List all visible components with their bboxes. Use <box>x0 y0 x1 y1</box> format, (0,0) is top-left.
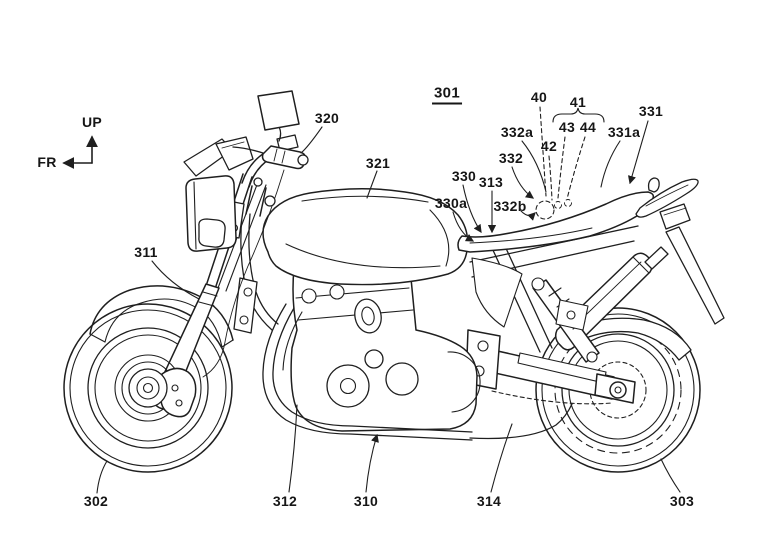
brace-41 <box>552 107 605 123</box>
ref-label-332a: 332a <box>500 124 534 140</box>
ref-label-313: 313 <box>478 174 504 190</box>
ref-label-311: 311 <box>134 244 158 260</box>
handlebar-mirror <box>183 90 309 207</box>
front-brake <box>114 354 197 422</box>
ref-label-312: 312 <box>272 493 298 509</box>
frame <box>233 185 639 353</box>
ref-label-321: 321 <box>365 155 391 171</box>
swingarm <box>465 329 636 405</box>
front-wheel <box>63 303 233 473</box>
seat-sensor-detail <box>535 199 572 220</box>
engine <box>290 257 481 432</box>
axis-label-fr: FR <box>37 154 57 170</box>
axis-indicator <box>62 135 98 169</box>
rear-wheel <box>535 307 701 473</box>
leader-lines <box>96 106 681 494</box>
exhaust-pipes <box>262 303 473 441</box>
figure-number: 301 <box>432 86 462 105</box>
ref-label-314: 314 <box>476 493 502 509</box>
ref-label-332b: 332b <box>493 198 527 214</box>
ref-label-42: 42 <box>540 138 558 154</box>
headlight <box>185 175 245 252</box>
ref-label-44: 44 <box>579 119 597 135</box>
ref-label-310: 310 <box>353 493 379 509</box>
front-fender <box>89 285 234 348</box>
ref-label-331: 331 <box>638 103 664 119</box>
ref-label-41: 41 <box>569 94 587 110</box>
ref-label-320: 320 <box>314 110 340 126</box>
ref-label-330a: 330a <box>434 195 468 211</box>
ref-label-330: 330 <box>451 168 477 184</box>
ref-label-331a: 331a <box>607 124 641 140</box>
ref-label-43: 43 <box>558 119 576 135</box>
axis-label-up: UP <box>81 114 103 130</box>
ref-label-302: 302 <box>83 493 109 509</box>
ref-label-40: 40 <box>530 89 548 105</box>
seat <box>457 177 699 253</box>
rear-mudguard <box>659 203 725 325</box>
ref-label-303: 303 <box>669 493 695 509</box>
ref-label-332: 332 <box>498 150 524 166</box>
